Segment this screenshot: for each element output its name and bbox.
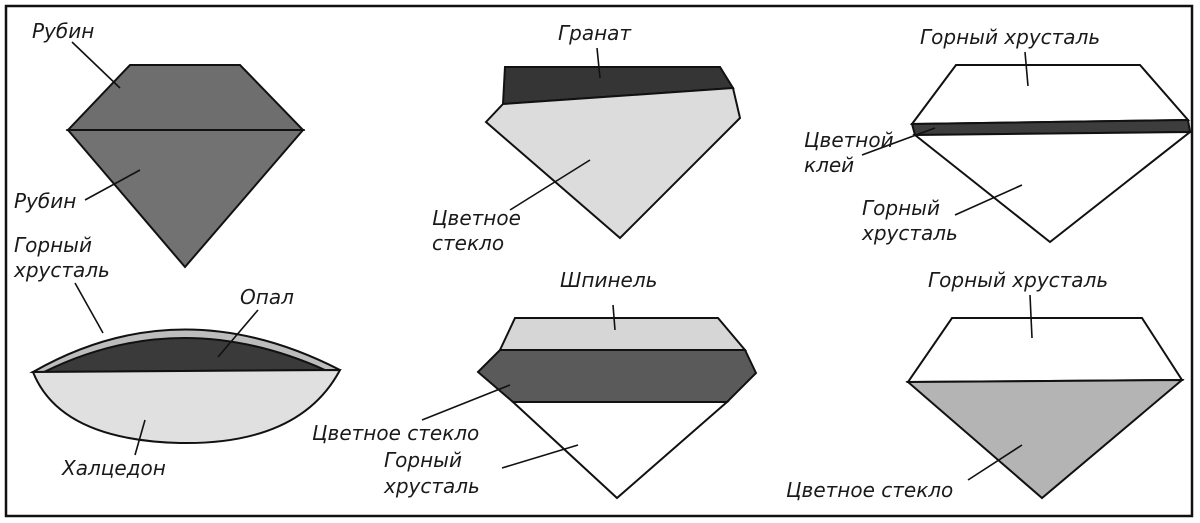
glass2-label: Цветное стекло — [786, 478, 953, 502]
chalcedony-leader — [134, 419, 146, 456]
glue-label-2: клей — [804, 153, 854, 177]
ruby-top-leader — [71, 41, 121, 89]
quartz2-top-label: Горный хрусталь — [928, 268, 1108, 292]
quartz-bottom-leader — [954, 184, 1023, 216]
quartz2-top-leader — [1029, 294, 1033, 339]
gem-quartz-glass: Горный хрусталь Цветное стекло — [786, 268, 1185, 502]
opal-rim-leader — [74, 282, 104, 334]
glue-leader — [861, 127, 936, 156]
garnet-bottom-label-1: Цветное — [432, 206, 521, 230]
quartz-top-label: Горный хрусталь — [920, 25, 1100, 49]
spinel-top-label: Шпинель — [560, 268, 657, 292]
ruby-bottom-leader — [84, 169, 141, 201]
ruby-bottom-label: Рубин — [14, 189, 76, 213]
gem-garnet-glass: Гранат Цветное стекло — [432, 21, 742, 255]
ruby-crown — [65, 64, 306, 131]
chalcedony-label: Халцедон — [61, 456, 166, 480]
quartz2-crown — [906, 317, 1184, 384]
frame-border — [4, 4, 1194, 518]
garnet-top-label: Гранат — [558, 21, 632, 45]
glass-pavilion — [484, 86, 742, 240]
quartz-crown — [909, 64, 1191, 126]
spinel-bottom-label-2: хрусталь — [383, 474, 480, 498]
quartz-bottom-label-2: хрусталь — [861, 221, 958, 245]
spinel-bottom-leader — [501, 444, 579, 469]
glass2-leader — [967, 444, 1023, 481]
spinel-glass-leader — [421, 384, 511, 421]
spinel-bottom-label-1: Горный — [384, 448, 462, 472]
spinel-crown — [498, 317, 748, 351]
opal-middle-leader — [217, 309, 259, 358]
gem-opal-triplet: Горный хрусталь Опал Халцедон — [13, 233, 342, 480]
gem-spinel-triplet: Шпинель Цветное стекло Горный хрусталь — [312, 268, 758, 500]
gem-ruby-doublet: Рубин Рубин — [14, 19, 306, 269]
glue-label-1: Цветной — [804, 128, 894, 152]
quartz-bottom-label-1: Горный — [862, 196, 940, 220]
opal-layer — [43, 337, 326, 373]
garnet-bottom-leader — [509, 159, 591, 211]
gem-quartz-glue: Горный хрусталь Цветной клей Горный хрус… — [804, 25, 1193, 245]
spinel-glass-band — [476, 349, 758, 403]
quartz-top-leader — [1024, 51, 1029, 87]
opal-rim-label-2: хрусталь — [13, 258, 110, 282]
spinel-pavilion — [510, 401, 730, 500]
opal-rim-label-1: Горный — [14, 233, 92, 257]
garnet-top-leader — [596, 47, 601, 79]
glass2-pavilion — [905, 378, 1185, 500]
spinel-top-leader — [612, 304, 616, 331]
chalcedony-base — [31, 368, 342, 445]
ruby-top-label: Рубин — [32, 19, 94, 43]
ruby-pavilion — [65, 129, 306, 269]
spinel-glass-label: Цветное стекло — [312, 421, 479, 445]
opal-middle-label: Опал — [240, 285, 294, 309]
garnet-bottom-label-2: стекло — [432, 231, 504, 255]
quartz-pavilion — [912, 130, 1193, 244]
